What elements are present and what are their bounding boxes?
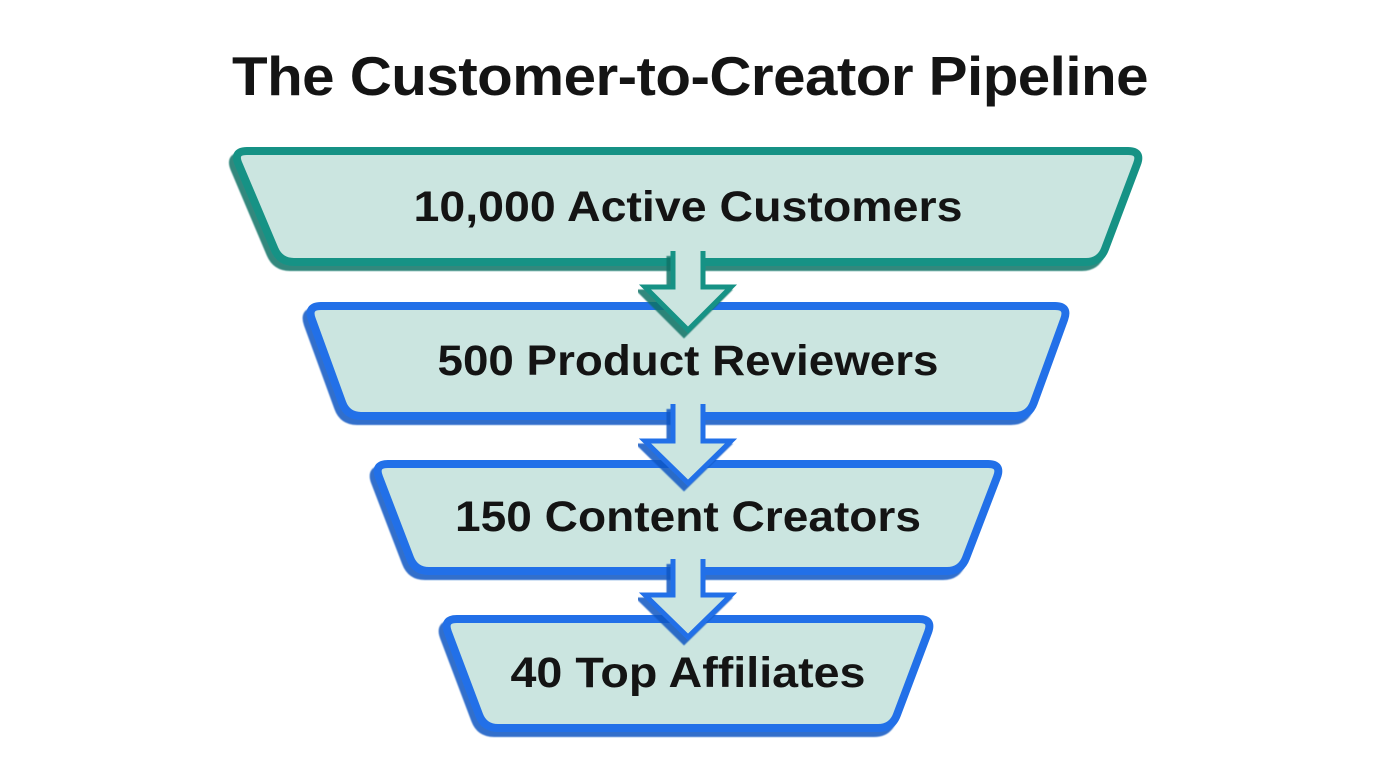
funnel-stage-1-shape bbox=[232, 147, 1143, 266]
down-arrow-icon-1 bbox=[638, 251, 738, 334]
funnel-stage-content-creators: 150 Content Creators bbox=[373, 460, 1003, 575]
down-arrow-icon-3 bbox=[638, 559, 738, 641]
funnel-stage-active-customers: 10,000 Active Customers bbox=[232, 147, 1143, 266]
chart-title: The Customer-to-Creator Pipeline bbox=[232, 45, 1148, 107]
funnel-stage-1-label: 10,000 Active Customers bbox=[414, 183, 963, 231]
funnel-stage-top-affiliates: 40 Top Affiliates bbox=[442, 615, 934, 732]
funnel-stage-3-label: 150 Content Creators bbox=[455, 493, 921, 541]
funnel-stage-2-label: 500 Product Reviewers bbox=[438, 337, 939, 385]
funnel-stage-2-shape bbox=[306, 302, 1070, 420]
funnel-stage-product-reviewers: 500 Product Reviewers bbox=[306, 302, 1070, 420]
funnel-stage-4-shape bbox=[442, 615, 934, 732]
down-arrow-icon-2 bbox=[638, 404, 738, 487]
funnel-stage-3-shape bbox=[373, 460, 1003, 575]
funnel-stage-4-label: 40 Top Affiliates bbox=[511, 649, 866, 697]
